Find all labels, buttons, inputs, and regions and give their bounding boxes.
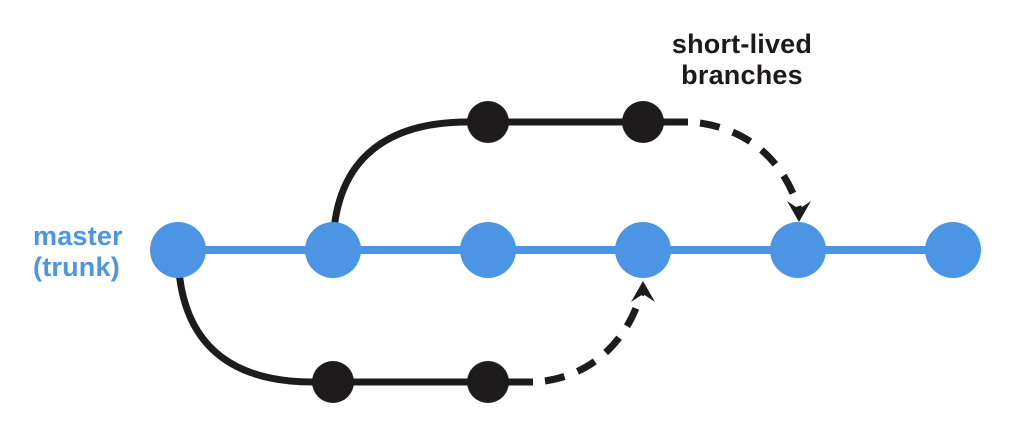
- master-label: master (trunk): [33, 221, 123, 283]
- upper-branch-merge-arrowhead-icon: [787, 201, 811, 222]
- upper-branch-merge-dashed-path: [699, 119, 803, 212]
- lower-branch-commit-node-2: [467, 361, 509, 403]
- upper-branch-line: [329, 118, 688, 251]
- trunk-commit-node-4: [615, 222, 671, 278]
- lower-branch-merge-dashed-path: [544, 289, 646, 385]
- lower-branch-merge-arrowhead-icon: [631, 281, 655, 302]
- master-label-line1: master: [33, 221, 123, 251]
- master-label-line2: (trunk): [33, 252, 120, 282]
- trunk-commit-node-3: [460, 222, 516, 278]
- upper-branch-commit-node-1: [467, 101, 509, 143]
- trunk-commit-node-2: [305, 222, 361, 278]
- trunk-commit-node-6: [925, 222, 981, 278]
- branches-label-line1: short-lived: [671, 29, 813, 59]
- lower-branch-commit-node-1: [312, 361, 354, 403]
- upper-branch-commit-node-2: [622, 101, 664, 143]
- short-lived-branches-label: short-lived branches: [617, 29, 867, 91]
- trunk-commit-node-1: [150, 222, 206, 278]
- lower-branch-line: [174, 249, 533, 386]
- trunk-commit-node-5: [770, 222, 826, 278]
- branches-label-line2: branches: [681, 60, 803, 90]
